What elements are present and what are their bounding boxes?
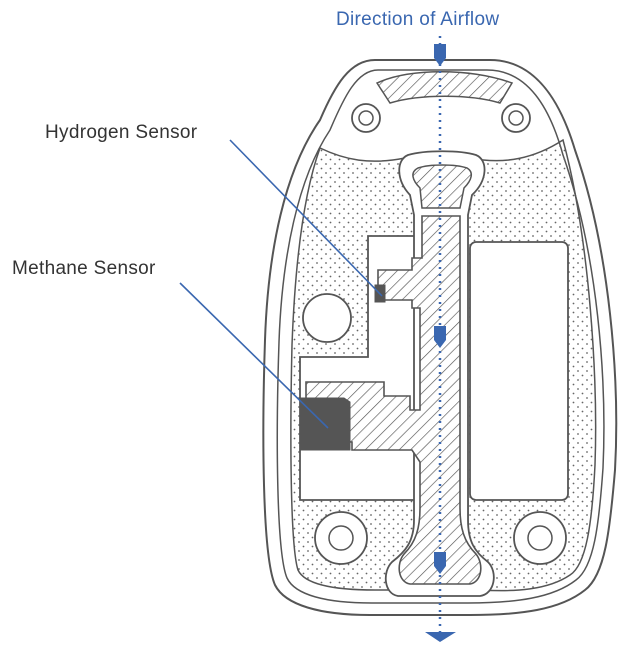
airflow-direction-label: Direction of Airflow [336,9,500,30]
flow-channel-main [305,215,482,585]
flow-channel-top [412,164,472,209]
arrow-down-icon [425,632,456,642]
hydrogen-leader-line [229,139,383,297]
mount-hole-top-left [351,103,381,133]
mount-hole-bottom-left [314,511,368,565]
methane-sensor-label: Methane Sensor [12,258,156,279]
arrow-down-icon [434,326,446,348]
side-window [469,241,569,501]
top-vent-arc [375,71,514,104]
arrow-down-icon [434,44,446,66]
mount-hole-bottom-right [513,511,567,565]
methane-leader-line [179,282,329,429]
port-hole-left [302,293,352,343]
housing-inner-rim [276,69,605,604]
hydrogen-sensor-label: Hydrogen Sensor [45,122,198,143]
arrow-down-icon [434,552,446,574]
mount-hole-top-right [501,103,531,133]
